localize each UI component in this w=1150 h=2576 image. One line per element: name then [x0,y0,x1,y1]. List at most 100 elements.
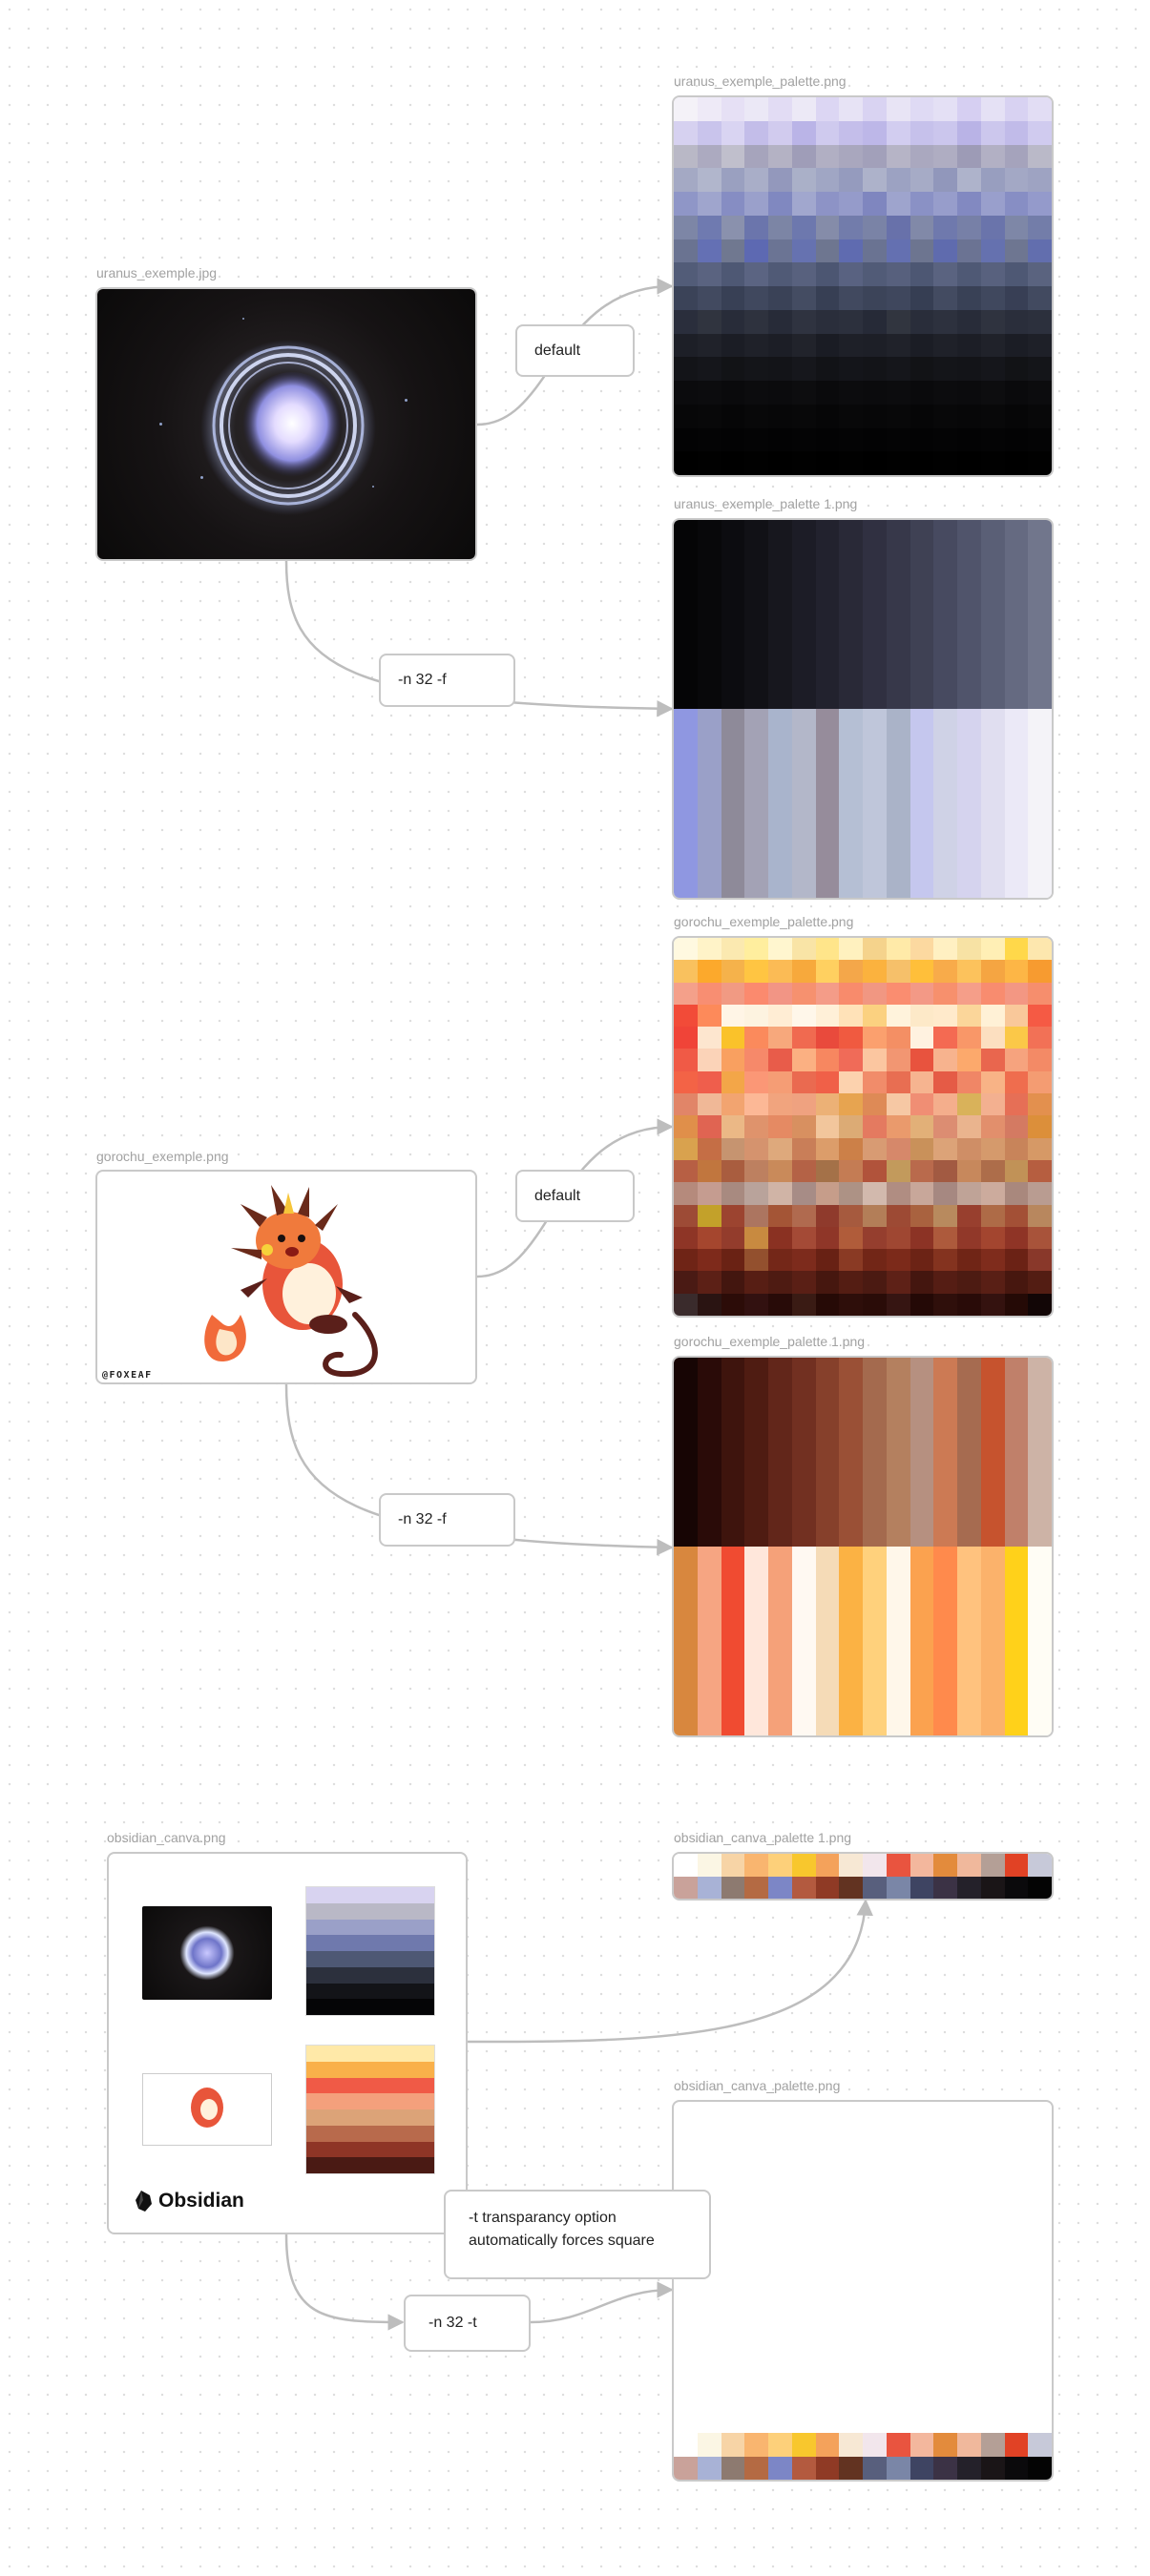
text-node-n32f[interactable]: -n 32 -f [379,654,515,707]
palette-swatch [697,1854,721,1877]
palette-swatch [815,239,840,263]
palette-swatch [839,2433,863,2457]
palette-swatch [910,1854,934,1877]
palette-swatch [1028,1027,1052,1049]
palette-swatch [721,97,745,121]
palette-swatch [697,960,721,983]
palette-swatch [980,1358,1005,1547]
palette-swatch [957,168,981,192]
palette-swatch [744,1115,768,1138]
palette-swatch [863,709,887,898]
palette-swatch [768,286,792,310]
palette-swatch [980,144,1005,169]
palette-swatch [791,1854,816,1877]
palette-swatch [697,215,721,239]
palette-swatch [721,2456,745,2480]
uranus-source-image-node[interactable] [95,287,477,561]
palette-swatch [839,262,863,286]
palette-swatch [697,1876,721,1899]
palette-swatch [744,451,768,475]
palette-swatch [957,520,981,709]
node-label-gorochu-palette-1: gorochu_exemple_palette 1.png [674,1334,866,1349]
palette-swatch [697,239,721,263]
palette-swatch [839,1070,863,1094]
palette-swatch [839,381,863,405]
palette-swatch [910,1049,934,1071]
palette-swatch [791,1271,816,1294]
text-node-n32t[interactable]: -n 32 -t [404,2295,531,2352]
palette-swatch [980,1293,1005,1316]
palette-swatch [744,97,768,121]
palette-swatch [674,1293,698,1316]
palette-swatch [697,1115,721,1138]
palette-swatch [957,709,981,898]
obsidian-source-image-node[interactable]: Obsidian [107,1852,468,2234]
palette-swatch [957,1854,981,1877]
palette-swatch [863,1137,887,1160]
palette-swatch [721,1226,745,1250]
palette-swatch [721,286,745,310]
palette-swatch [933,1093,957,1116]
palette-swatch [791,192,816,216]
star [242,318,244,320]
text-node-default[interactable]: default [515,324,635,377]
palette-swatch [863,192,887,216]
palette-swatch [697,120,721,145]
palette-swatch [886,1854,910,1877]
uranus-planet-art [200,340,376,515]
palette-swatch [1028,1876,1052,1899]
palette-swatch [721,1027,745,1049]
palette-swatch [721,1004,745,1028]
text-node-default[interactable]: default [515,1170,635,1222]
palette-swatch [1004,1137,1029,1160]
palette-swatch [839,1027,863,1049]
palette-swatch [1028,709,1052,898]
palette-swatch [768,451,792,475]
uranus-palette-1-image-node[interactable] [672,518,1054,900]
gorochu-palette-image-node[interactable] [672,936,1054,1318]
palette-swatch [744,1226,768,1250]
palette-swatch [886,982,910,1005]
text-node-n32f[interactable]: -n 32 -f [379,1493,515,1547]
palette-swatch [863,2433,887,2457]
palette-swatch [768,2433,792,2457]
palette-swatch [886,1049,910,1071]
palette-swatch [791,1049,816,1071]
palette-swatch [697,404,721,428]
obsidian-palette-1-image-node[interactable] [672,1852,1054,1901]
palette-swatch [815,1115,840,1138]
palette-swatch [863,1358,887,1547]
palette-swatch [980,709,1005,898]
palette-swatch [1004,262,1029,286]
palette-swatch [980,960,1005,983]
uranus-palette-image-node[interactable] [672,95,1054,477]
palette-swatch [886,144,910,169]
palette-swatch [815,144,840,169]
palette-swatch [910,427,934,452]
palette-swatch [886,709,910,898]
palette-swatch [910,239,934,263]
palette-swatch [980,982,1005,1005]
obsidian-palette-image-node[interactable] [672,2100,1054,2482]
gorochu-palette-1-image-node[interactable] [672,1356,1054,1737]
palette-swatch [721,333,745,358]
text-node-transparency-note[interactable]: -t transparancy option automatically for… [444,2190,711,2279]
palette-swatch [933,1358,957,1547]
palette-swatch [1004,1027,1029,1049]
palette-swatch [744,144,768,169]
palette-swatch [1028,120,1052,145]
palette-swatch [910,960,934,983]
palette-swatch [697,1093,721,1116]
gorochu-source-image-node[interactable]: @FOXEAF [95,1170,477,1384]
palette-swatch [768,520,792,709]
palette-swatch [674,404,698,428]
node-label-uranus-palette: uranus_exemple_palette.png [674,73,847,89]
palette-swatch [697,938,721,961]
palette-swatch [721,120,745,145]
palette-swatch [1028,215,1052,239]
palette-swatch [721,1159,745,1183]
palette-swatch [863,286,887,310]
palette-swatch [791,1226,816,1250]
palette-swatch [1028,404,1052,428]
palette-swatch [674,2433,698,2457]
